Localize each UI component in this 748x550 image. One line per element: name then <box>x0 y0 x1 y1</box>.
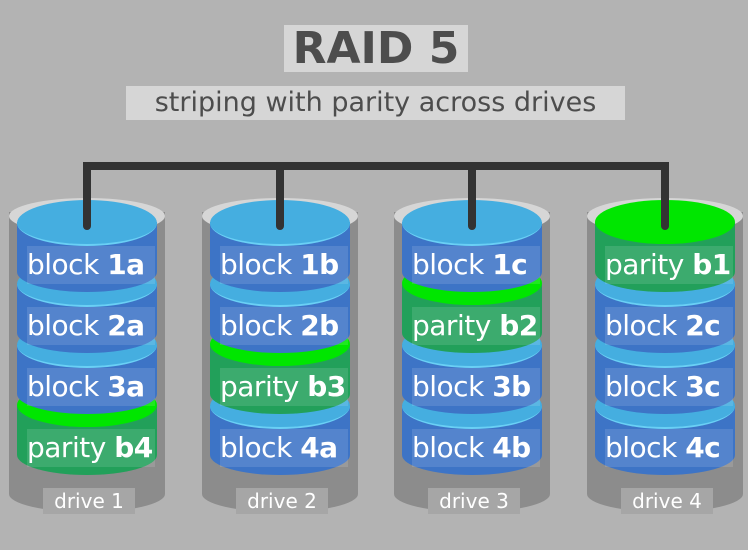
bus-connector <box>83 162 91 230</box>
block-label: block 1c <box>412 246 540 284</box>
diagram-subtitle: striping with parity across drives <box>126 86 625 120</box>
bus-connector <box>661 162 669 230</box>
block-label: block 3c <box>605 368 733 406</box>
block-label: parity b4 <box>27 429 155 467</box>
block-label: parity b2 <box>412 307 540 345</box>
diagram-title: RAID 5 <box>284 25 468 72</box>
block-label: block 2b <box>220 307 348 345</box>
block-label: block 2a <box>27 307 155 345</box>
block-label: block 1a <box>27 246 155 284</box>
block-label: block 3a <box>27 368 155 406</box>
drive-2: block 1b block 2b parity b3 block 4a driv… <box>202 198 358 528</box>
block-label: block 2c <box>605 307 733 345</box>
block-label: block 3b <box>412 368 540 406</box>
drive-1: block 1a block 2a block 3a parity b4 driv… <box>9 198 165 528</box>
block-label: parity b1 <box>605 246 733 284</box>
drive-label: drive 2 <box>236 488 328 514</box>
block-label: block 4c <box>605 429 733 467</box>
controller-bus <box>83 162 669 170</box>
drive-label: drive 3 <box>428 488 520 514</box>
block-label: parity b3 <box>220 368 348 406</box>
drive-4: parity b1 block 2c block 3c block 4c driv… <box>587 198 743 528</box>
data-block: block 1c <box>402 200 542 294</box>
parity-block: parity b1 <box>595 200 735 294</box>
block-label: block 1b <box>220 246 348 284</box>
block-label: block 4b <box>412 429 540 467</box>
bus-connector <box>468 162 476 230</box>
block-label: block 4a <box>220 429 348 467</box>
drive-3: block 1c parity b2 block 3b block 4b driv… <box>394 198 550 528</box>
bus-connector <box>276 162 284 230</box>
drive-label: drive 4 <box>621 488 713 514</box>
drive-label: drive 1 <box>43 488 135 514</box>
